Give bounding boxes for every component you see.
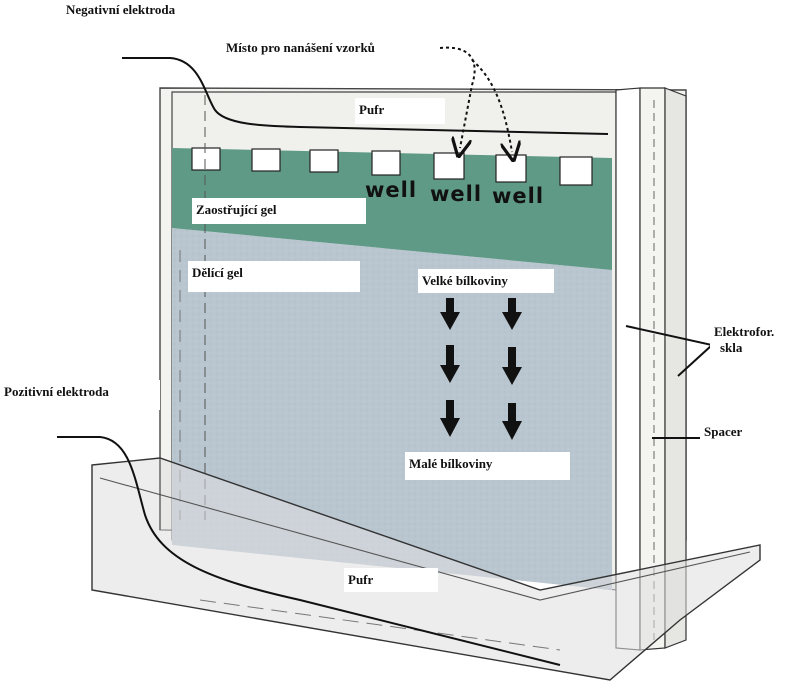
- down-arrow-icon: [440, 345, 460, 383]
- down-arrow-icon: [502, 298, 522, 330]
- negative-electrode-label: Negativní elektroda: [66, 2, 176, 17]
- glass-edge-right: [615, 87, 687, 651]
- separating-gel: [172, 228, 612, 590]
- small-proteins-label: Malé bílkoviny: [405, 452, 570, 480]
- sample-arrow-1: [439, 46, 476, 148]
- migration-arrows: [440, 298, 522, 440]
- spacer-label: Spacer: [700, 420, 780, 446]
- buffer-top-label: Pufr: [355, 98, 445, 124]
- large-proteins-label: Velké bílkoviny: [418, 269, 554, 293]
- separating-gel-label: Dělící gel: [188, 261, 360, 292]
- down-arrow-icon: [502, 403, 522, 440]
- down-arrow-icon: [440, 400, 460, 437]
- down-arrow-icon: [502, 347, 522, 385]
- comb-wells: [191, 147, 593, 186]
- positive-electrode-wire: [57, 436, 561, 666]
- negative-electrode-wire: [122, 57, 609, 135]
- well-label-3: well: [492, 184, 545, 208]
- positive-electrode-label: Pozitivní elektroda: [0, 380, 160, 410]
- glass-plates-label: Elektrofor. skla: [710, 322, 787, 364]
- well-label-2: well: [430, 182, 483, 206]
- down-arrow-icon: [440, 298, 460, 330]
- well-label-1: well: [365, 178, 418, 202]
- buffer-bottom-label: Pufr: [344, 568, 438, 592]
- sample-place-label: Místo pro nanášení vzorků: [222, 36, 440, 86]
- stacking-gel-label: Zaostřující gel: [192, 198, 366, 224]
